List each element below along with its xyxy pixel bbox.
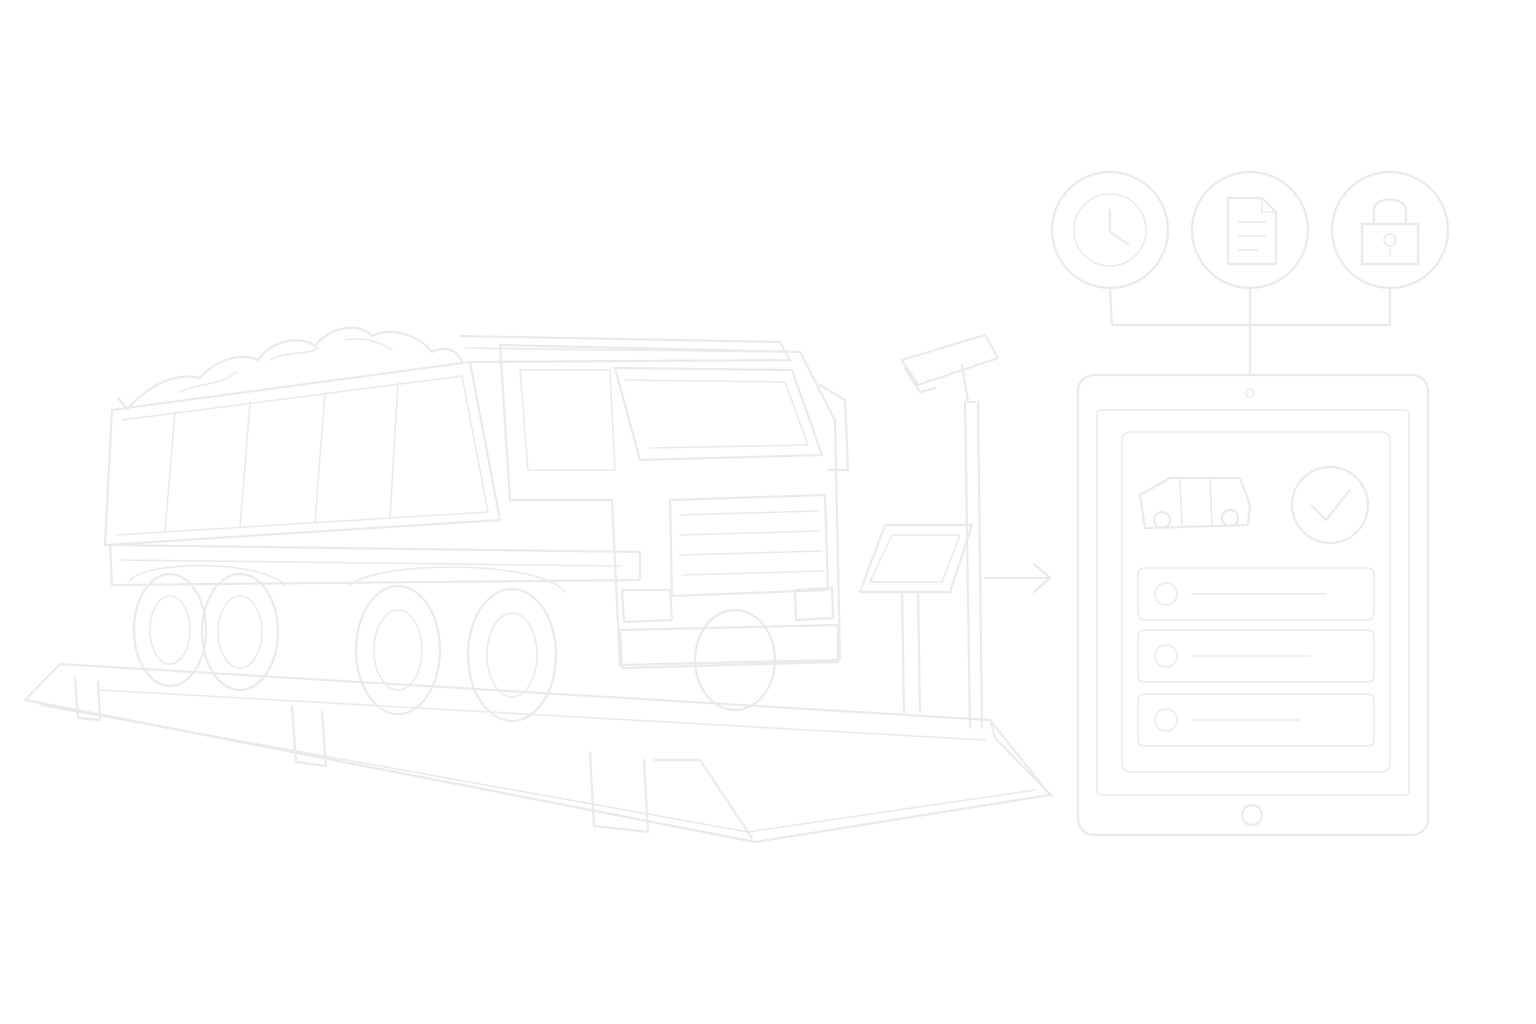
list-item [1137,629,1375,683]
connector-lines [1108,286,1392,377]
list-item [1137,693,1375,747]
arrow-right-icon [983,562,1052,594]
dump-truck-icon [103,326,850,723]
lock-icon [1330,170,1450,290]
document-icon [1190,170,1310,290]
check-circle-icon [1290,465,1370,545]
list-item [1137,567,1375,621]
weighbridge-platform-icon [23,662,1054,844]
scale-terminal-icon [858,523,974,714]
clock-icon [1050,170,1170,290]
anpr-camera-icon [900,333,1000,730]
truck-outline-icon [1138,476,1252,530]
tablet-icon [1076,373,1430,837]
